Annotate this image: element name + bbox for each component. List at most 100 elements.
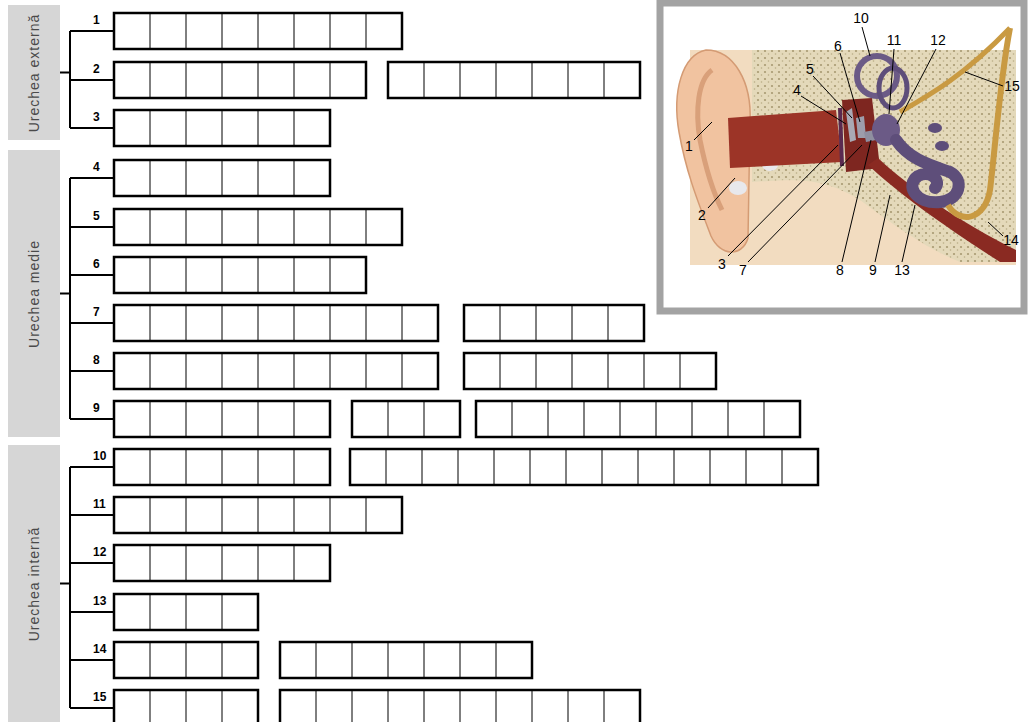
- cell-divider: [258, 305, 259, 341]
- leader-line: [840, 53, 860, 122]
- cell-divider: [150, 545, 151, 581]
- callout-number: 14: [1003, 233, 1019, 248]
- bracket-branch: [70, 659, 114, 661]
- cell-divider: [186, 13, 187, 49]
- cell-divider: [294, 62, 295, 98]
- cell-divider: [512, 401, 513, 437]
- cell-divider: [222, 545, 223, 581]
- callout-number: 13: [93, 595, 106, 608]
- leader-line: [842, 140, 871, 262]
- cell-divider: [258, 62, 259, 98]
- cell-divider: [608, 353, 609, 389]
- cell-divider: [638, 449, 639, 485]
- cell-divider: [186, 497, 187, 533]
- answer-box: [114, 401, 330, 437]
- cell-divider: [536, 305, 537, 341]
- cell-divider: [388, 642, 389, 678]
- bracket: [69, 178, 71, 419]
- cell-divider: [460, 62, 461, 98]
- cell-divider: [460, 690, 461, 722]
- answer-box: [476, 401, 800, 437]
- cell-divider: [222, 497, 223, 533]
- cell-divider: [258, 449, 259, 485]
- cell-divider: [330, 62, 331, 98]
- cell-divider: [330, 353, 331, 389]
- leader-line: [988, 222, 1003, 236]
- cell-divider: [258, 497, 259, 533]
- cell-divider: [222, 401, 223, 437]
- cell-divider: [150, 642, 151, 678]
- sinus: [928, 123, 942, 133]
- cell-divider: [424, 642, 425, 678]
- bracket-branch: [70, 418, 114, 420]
- cell-divider: [424, 690, 425, 722]
- cell-divider: [222, 642, 223, 678]
- cell-divider: [258, 401, 259, 437]
- cell-divider: [150, 449, 151, 485]
- cell-divider: [186, 257, 187, 293]
- cell-divider: [222, 305, 223, 341]
- bracket-branch: [70, 226, 114, 228]
- cell-divider: [496, 690, 497, 722]
- cell-divider: [222, 209, 223, 245]
- cell-divider: [386, 449, 387, 485]
- callout-number: 6: [93, 258, 100, 271]
- cochlea: [896, 140, 959, 202]
- pinna-fold: [698, 70, 722, 210]
- callout-number: 5: [806, 62, 814, 77]
- cell-divider: [352, 642, 353, 678]
- bracket-branch: [70, 466, 114, 468]
- callout-number: 8: [93, 354, 100, 367]
- cell-divider: [186, 209, 187, 245]
- cell-divider: [294, 401, 295, 437]
- answer-box: [114, 497, 402, 533]
- bracket-branch: [70, 177, 114, 179]
- cell-divider: [330, 209, 331, 245]
- cell-divider: [150, 13, 151, 49]
- cell-divider: [222, 62, 223, 98]
- leader-line: [748, 145, 862, 262]
- answer-box: [350, 449, 818, 485]
- cell-divider: [424, 401, 425, 437]
- section-title: Urechea medie: [26, 156, 43, 431]
- callout-number: 3: [718, 257, 726, 272]
- cell-divider: [604, 62, 605, 98]
- cell-divider: [186, 353, 187, 389]
- leader-line: [902, 205, 915, 262]
- cell-divider: [150, 353, 151, 389]
- cochlear-nerve: [948, 28, 1010, 217]
- callout-number: 11: [887, 33, 902, 48]
- cell-divider: [316, 642, 317, 678]
- cell-divider: [548, 401, 549, 437]
- answer-box: [114, 642, 258, 678]
- answer-box: [114, 13, 402, 49]
- leader-line: [965, 72, 1003, 86]
- answer-box: [280, 690, 640, 722]
- cell-divider: [496, 642, 497, 678]
- bracket-branch: [70, 127, 114, 129]
- cell-divider: [150, 690, 151, 722]
- leader-lines: [694, 27, 1003, 262]
- leader-line: [728, 145, 838, 256]
- cell-divider: [366, 13, 367, 49]
- cell-divider: [500, 353, 501, 389]
- cell-divider: [352, 690, 353, 722]
- cell-divider: [186, 690, 187, 722]
- cell-divider: [258, 110, 259, 146]
- leader-line: [889, 49, 894, 114]
- section-band: Urechea medie: [8, 150, 60, 437]
- cell-divider: [294, 353, 295, 389]
- cell-divider: [186, 160, 187, 196]
- answer-box: [464, 305, 644, 341]
- cell-divider: [150, 401, 151, 437]
- cell-divider: [644, 353, 645, 389]
- callout-number: 7: [93, 306, 100, 319]
- cell-divider: [294, 257, 295, 293]
- cell-divider: [568, 62, 569, 98]
- cell-divider: [186, 642, 187, 678]
- bracket-stem: [60, 72, 70, 74]
- cell-divider: [186, 449, 187, 485]
- cell-divider: [458, 449, 459, 485]
- cell-divider: [532, 690, 533, 722]
- ear-canal: [728, 110, 842, 168]
